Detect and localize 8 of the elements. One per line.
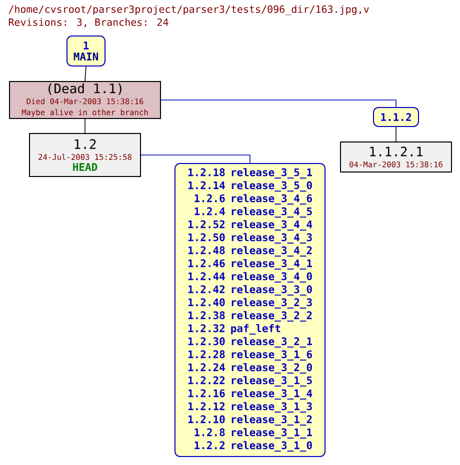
branch-tag: 1.1.2 [373,107,419,127]
connector-line [140,154,250,164]
connector-line [160,100,396,108]
file-path-title: /home/cvsroot/parser3project/parser3/tests/096_dir/163.jpg,v [8,5,369,16]
tag-list-box: 1.2.18 release_3_5_1 1.2.14 release_3_5_0 1.2.6 release_3_4_6 1.2.4 release_3_4_5 1.2.52 release_3_4_4 1.2.50 release_3_4_3 1.2.48 release_3_4_2 1.2.46 release_3_4_1 1.2.44 release_3_4_0 1.2.42 release_3_3_0 1.2.40 release_3_2_3 1.2.38 release_3_2_2 1.2.32 paf_left 1.2.30 release_3_2_1 1.2.28 release_3_1_6 1.2.24 release_3_2_0 1.2.22 release_3_1_5 1.2.16 release_3_1_4 1.2.12 release_3_1_3 1.2.10 release_3_1_2 1.2.8 release_3_1_1 1.2.2 release_3_1_0 [174,163,326,457]
connector-line [84,66,86,82]
connector-line [84,118,86,134]
branch-tag: 1 MAIN [66,36,106,66]
